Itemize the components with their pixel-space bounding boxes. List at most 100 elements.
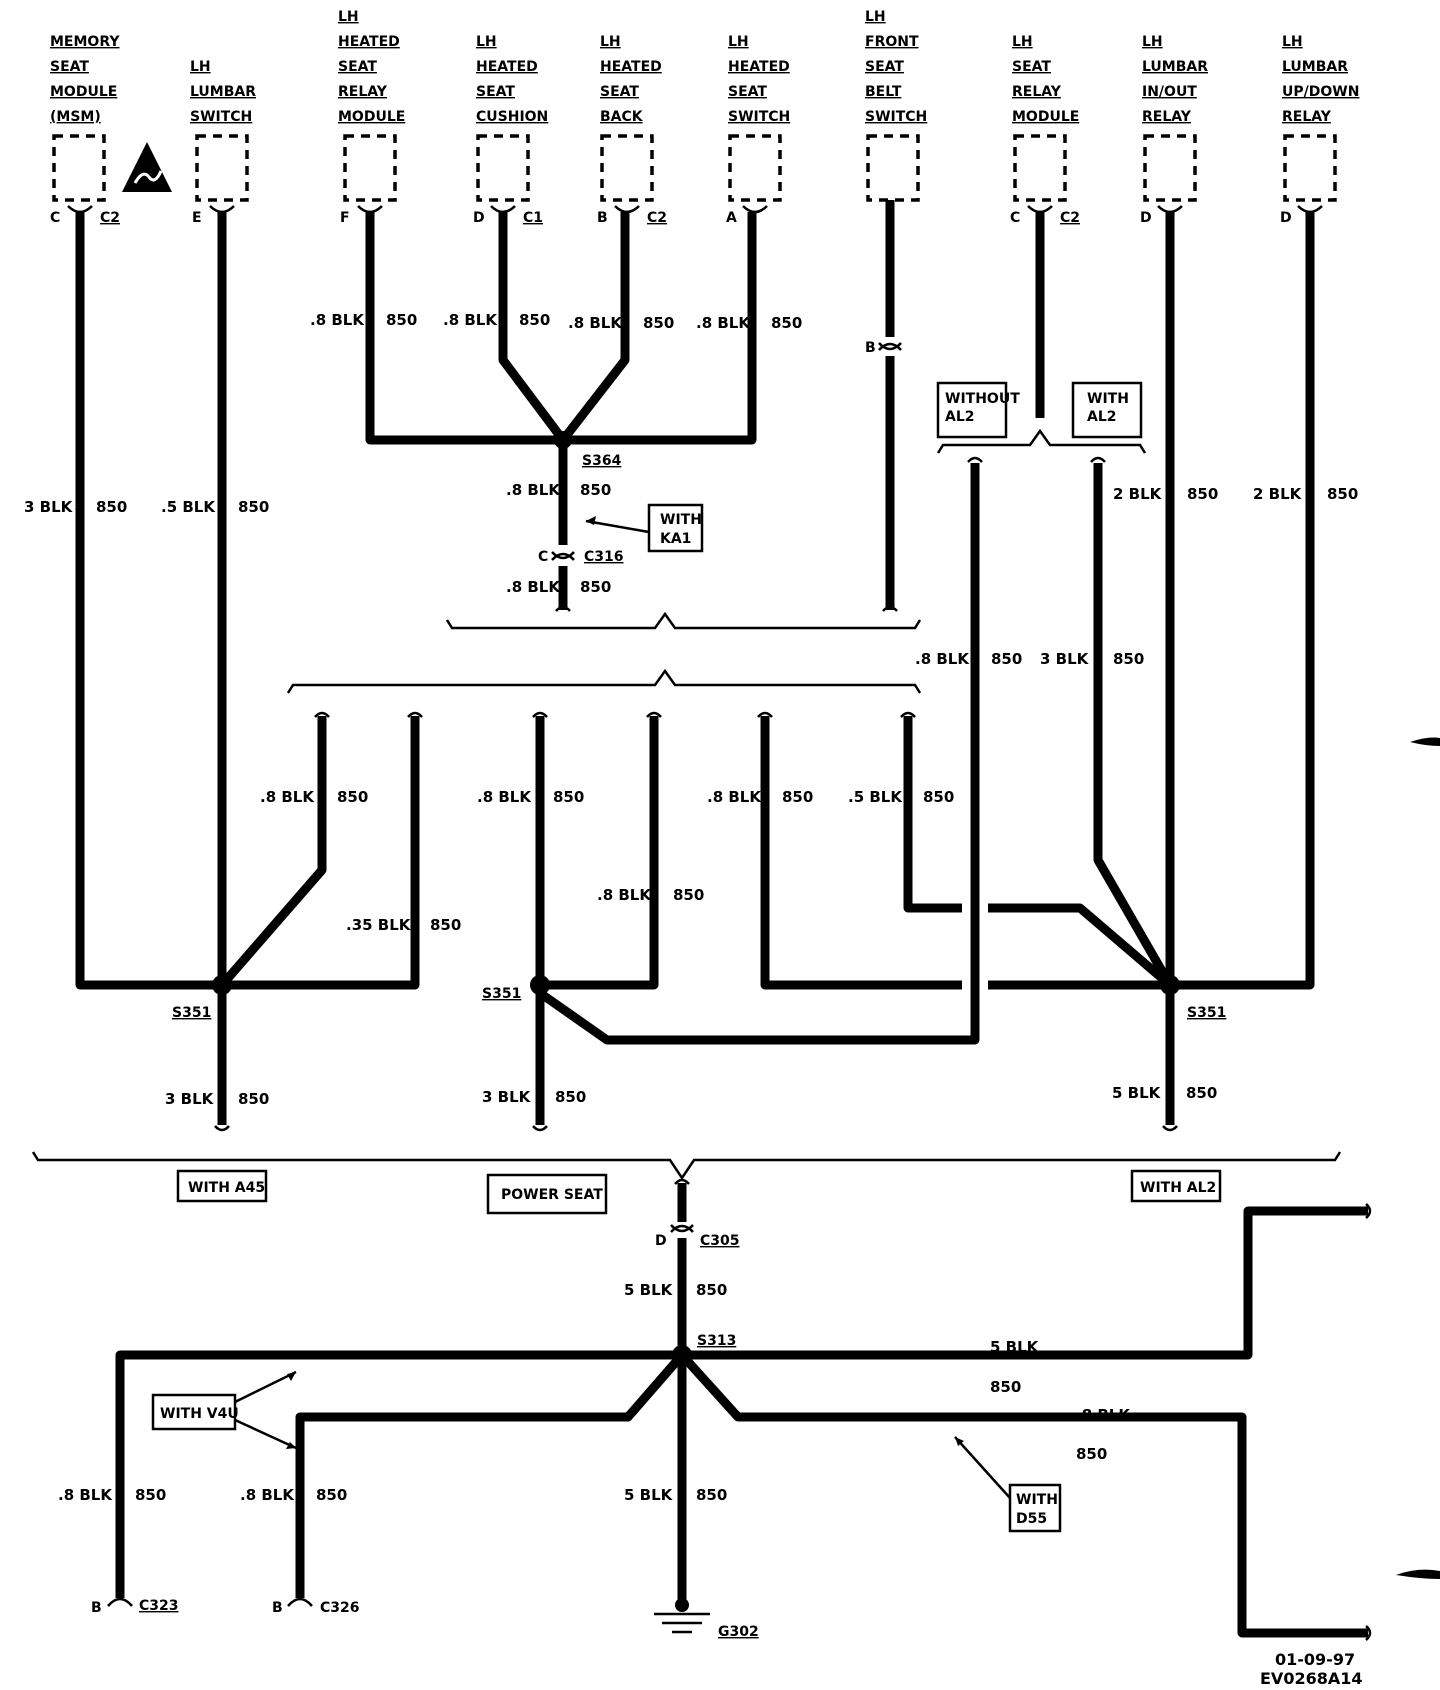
svg-text:.8 BLK: .8 BLK	[310, 311, 365, 329]
svg-text:AL2: AL2	[1087, 409, 1117, 425]
svg-text:LH: LH	[865, 9, 886, 25]
svg-text:850: 850	[991, 650, 1022, 668]
svg-text:E: E	[192, 210, 202, 226]
svg-text:RELAY: RELAY	[1012, 84, 1062, 100]
svg-text:C2: C2	[1060, 210, 1080, 226]
belt-switch-box	[866, 134, 920, 202]
svg-text:G302: G302	[718, 1624, 759, 1640]
component-seat-belt-switch-label: LH FRONT SEAT BELT SWITCH	[865, 9, 927, 125]
svg-text:RELAY: RELAY	[1142, 109, 1192, 125]
svg-text:S351: S351	[172, 1005, 211, 1021]
svg-text:C: C	[50, 210, 60, 226]
ground-icon	[654, 1598, 710, 1634]
option-label-boxes: WITH KA1 WITHOUT AL2 WITH AL2 WITH A45 P…	[151, 381, 1222, 1533]
option-brackets	[31, 428, 1342, 1181]
svg-text:3 BLK: 3 BLK	[482, 1088, 532, 1106]
splice-s351-mid	[530, 975, 550, 995]
pin-labels: C C2 E F D C1 B C2 A C C2 D D	[50, 210, 1292, 226]
svg-text:FRONT: FRONT	[865, 34, 919, 50]
component-lumbar-switch-label: LH LUMBAR SWITCH	[190, 59, 256, 125]
splice-s313	[672, 1345, 692, 1365]
svg-text:HEATED: HEATED	[728, 59, 790, 75]
svg-text:LH: LH	[1012, 34, 1033, 50]
svg-text:.8 BLK: .8 BLK	[696, 314, 751, 332]
svg-text:.8 BLK: .8 BLK	[58, 1486, 113, 1504]
svg-text:B: B	[597, 210, 608, 226]
svg-text:C323: C323	[139, 1598, 179, 1614]
svg-text:WITH: WITH	[1087, 391, 1129, 407]
svg-text:850: 850	[96, 498, 127, 516]
svg-text:D: D	[1280, 210, 1292, 226]
svg-text:850: 850	[1076, 1445, 1107, 1463]
svg-text:.8 BLK: .8 BLK	[568, 314, 623, 332]
svg-text:C: C	[1010, 210, 1020, 226]
svg-text:LH: LH	[1282, 34, 1303, 50]
svg-text:850: 850	[337, 788, 368, 806]
svg-text:850: 850	[923, 788, 954, 806]
svg-text:SWITCH: SWITCH	[865, 109, 927, 125]
svg-text:LH: LH	[600, 34, 621, 50]
svg-text:KA1: KA1	[660, 531, 691, 547]
svg-text:850: 850	[580, 578, 611, 596]
svg-text:HEATED: HEATED	[600, 59, 662, 75]
svg-text:.8 BLK: .8 BLK	[1076, 1406, 1131, 1424]
svg-text:MEMORY: MEMORY	[50, 34, 120, 50]
svg-text:C: C	[538, 549, 548, 565]
svg-text:5 BLK: 5 BLK	[990, 1338, 1040, 1356]
component-seat-relay-module-label: LH SEAT RELAY MODULE	[1012, 34, 1079, 125]
svg-text:D: D	[655, 1233, 667, 1249]
svg-text:LUMBAR: LUMBAR	[190, 84, 256, 100]
svg-text:850: 850	[696, 1281, 727, 1299]
svg-text:BACK: BACK	[600, 109, 644, 125]
svg-text:.8 BLK: .8 BLK	[477, 788, 532, 806]
svg-text:BELT: BELT	[865, 84, 902, 100]
svg-text:HEATED: HEATED	[338, 34, 400, 50]
svg-text:.8 BLK: .8 BLK	[915, 650, 970, 668]
component-heated-seat-switch-label: LH HEATED SEAT SWITCH	[728, 34, 790, 125]
svg-text:850: 850	[135, 1486, 166, 1504]
svg-text:.8 BLK: .8 BLK	[443, 311, 498, 329]
svg-text:850: 850	[555, 1088, 586, 1106]
wire-labels: .8 BLK 850 .8 BLK 850 .8 BLK 850 .8 BLK …	[24, 311, 1358, 1504]
svg-text:SEAT: SEAT	[865, 59, 904, 75]
svg-text:POWER SEAT: POWER SEAT	[501, 1187, 603, 1203]
svg-text:C326: C326	[320, 1600, 360, 1616]
svg-text:5 BLK: 5 BLK	[624, 1486, 674, 1504]
svg-text:C1: C1	[523, 210, 543, 226]
svg-text:SEAT: SEAT	[728, 84, 767, 100]
svg-text:.5 BLK: .5 BLK	[848, 788, 903, 806]
svg-text:CUSHION: CUSHION	[476, 109, 548, 125]
svg-text:850: 850	[1186, 1084, 1217, 1102]
svg-text:01-09-97: 01-09-97	[1275, 1650, 1355, 1669]
component-heated-seat-cushion-label: LH HEATED SEAT CUSHION	[476, 34, 548, 125]
svg-text:UP/DOWN: UP/DOWN	[1282, 84, 1359, 100]
svg-text:D: D	[1140, 210, 1152, 226]
svg-text:EV0268A14: EV0268A14	[1260, 1669, 1363, 1688]
svg-text:850: 850	[316, 1486, 347, 1504]
svg-text:.8 BLK: .8 BLK	[597, 886, 652, 904]
heated-switch-box	[728, 134, 782, 202]
component-boxes	[52, 134, 1337, 202]
svg-text:WITH: WITH	[660, 512, 702, 528]
splice-s351-right	[1160, 975, 1180, 995]
svg-text:850: 850	[990, 1378, 1021, 1396]
svg-text:850: 850	[1327, 485, 1358, 503]
wire-end-curls	[214, 456, 1372, 1641]
svg-text:WITHOUT: WITHOUT	[945, 391, 1020, 407]
svg-text:850: 850	[643, 314, 674, 332]
svg-text:.8 BLK: .8 BLK	[240, 1486, 295, 1504]
splice-s351-left	[212, 975, 232, 995]
svg-text:HEATED: HEATED	[476, 59, 538, 75]
svg-text:SEAT: SEAT	[600, 84, 639, 100]
svg-text:SEAT: SEAT	[1012, 59, 1051, 75]
svg-text:S351: S351	[482, 986, 521, 1002]
svg-text:850: 850	[386, 311, 417, 329]
splice-connector-labels: S364 S351 S351 S351 S313 C C316 B D C305…	[91, 340, 1226, 1640]
svg-text:RELAY: RELAY	[1282, 109, 1332, 125]
component-heated-seat-back-label: LH HEATED SEAT BACK	[600, 34, 662, 125]
svg-text:AL2: AL2	[945, 409, 975, 425]
svg-text:SEAT: SEAT	[338, 59, 377, 75]
lumbar-inout-box	[1143, 134, 1197, 202]
svg-text:5 BLK: 5 BLK	[1112, 1084, 1162, 1102]
svg-text:3 BLK: 3 BLK	[24, 498, 74, 516]
